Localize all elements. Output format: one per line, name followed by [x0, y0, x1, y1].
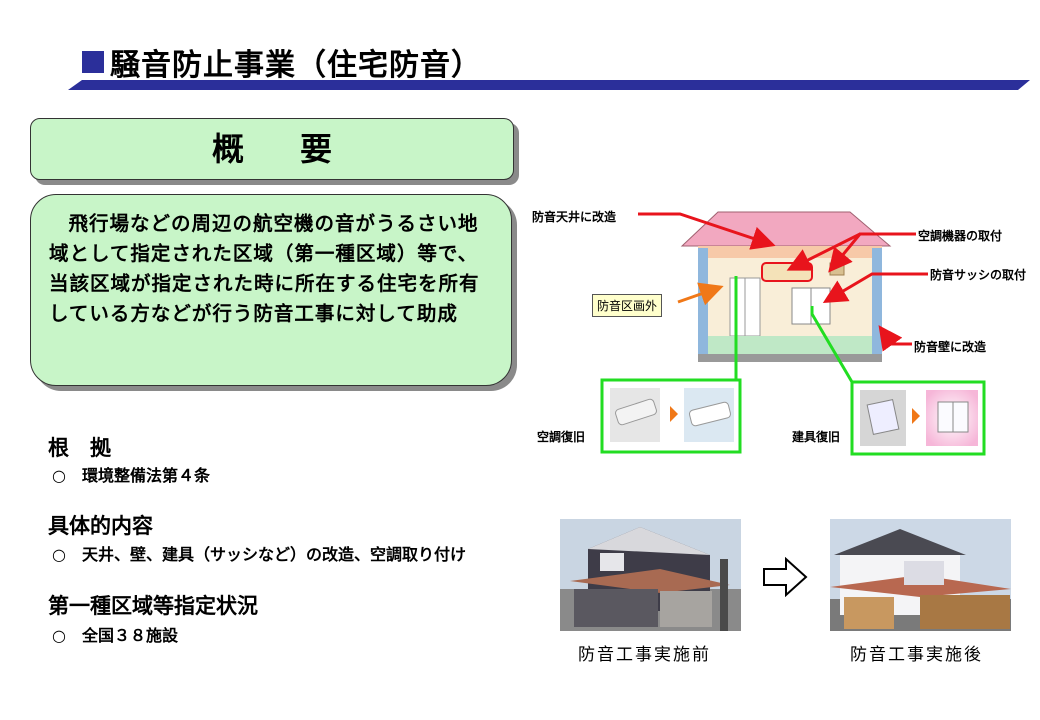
label-ceiling: 防音天井に改造 — [532, 210, 617, 224]
label-aircon: 空調機器の取付 — [918, 229, 1003, 243]
ceiling-arrow — [638, 212, 776, 250]
restore-arrow-icon-2 — [912, 408, 920, 424]
before-after-arrow-icon — [763, 557, 808, 597]
right-wall — [872, 248, 882, 358]
title-underline — [68, 80, 1030, 90]
page-title-text: 騒音防止事業（住宅防音） — [110, 48, 482, 83]
page-title: 騒音防止事業（住宅防音） — [82, 40, 482, 84]
sash-arrow — [822, 272, 928, 304]
before-photo — [560, 519, 741, 631]
content-item: ○ 天井、壁、建具（サッシなど）の改造、空調取り付け — [52, 545, 466, 564]
status-item: ○ 全国３８施設 — [52, 626, 178, 645]
label-outside: 防音区画外 — [592, 294, 663, 317]
label-wall: 防音壁に改造 — [914, 340, 987, 354]
basis-item: ○ 環境整備法第４条 — [52, 466, 210, 485]
ceiling-beam — [698, 246, 882, 258]
before-caption: 防音工事実施前 — [578, 645, 711, 665]
restore-arrow-icon-1 — [670, 406, 678, 422]
old-window-icon — [866, 399, 900, 435]
label-fixture-restore: 建具復旧 — [792, 430, 841, 444]
basis-heading: 根 拠 — [48, 436, 111, 460]
aircon-unit — [761, 262, 813, 282]
wall-arrow — [878, 325, 912, 352]
fixture-green-line — [810, 306, 854, 383]
left-wall — [698, 248, 708, 358]
outside-arrow — [677, 282, 724, 306]
content-heading: 具体的内容 — [48, 514, 153, 538]
new-aircon-icon — [689, 401, 731, 427]
overview-summary: 飛行場などの周辺の航空機の音がうるさい地域として指定された区域（第一種区域）等で… — [30, 194, 512, 386]
house-diagram — [600, 211, 986, 456]
house-base — [698, 354, 882, 362]
overview-heading: 概要 — [30, 118, 514, 180]
floor — [708, 336, 872, 354]
status-heading: 第一種区域等指定状況 — [48, 594, 258, 618]
label-aircon-restore: 空調復旧 — [537, 430, 586, 444]
label-sash: 防音サッシの取付 — [930, 268, 1027, 282]
aircon-arrow-2 — [828, 232, 916, 273]
old-aircon-icon — [615, 398, 657, 426]
after-caption: 防音工事実施後 — [850, 645, 983, 665]
house-roof — [680, 211, 892, 247]
square-bullet-icon — [82, 51, 104, 73]
after-photo — [830, 519, 1011, 631]
